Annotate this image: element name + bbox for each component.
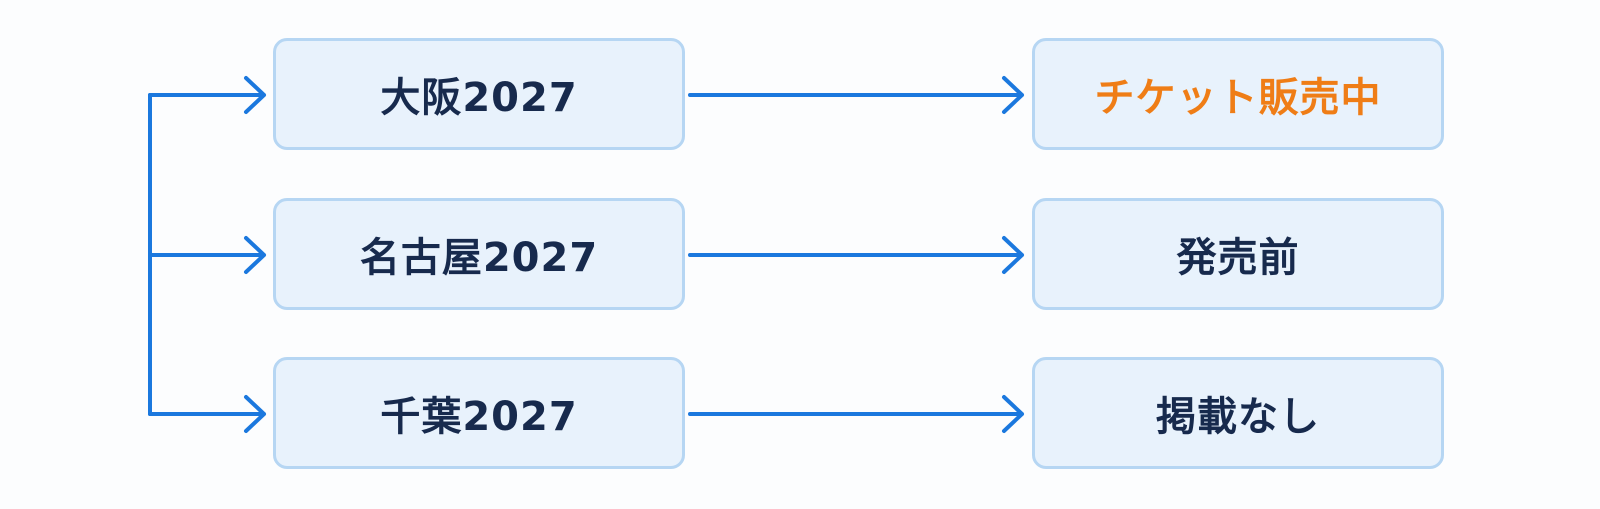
- event-box-chiba: 千葉2027: [273, 357, 685, 469]
- event-box-osaka: 大阪2027: [273, 38, 685, 150]
- status-label: 掲載なし: [1156, 394, 1320, 440]
- status-arrow-2: [688, 236, 1024, 274]
- status-label: チケット販売中: [1094, 75, 1382, 121]
- event-label: 大阪2027: [380, 75, 578, 121]
- branch-arrow-3: [148, 395, 266, 433]
- status-box-chiba: 掲載なし: [1032, 357, 1444, 469]
- status-box-nagoya: 発売前: [1032, 198, 1444, 310]
- event-box-nagoya: 名古屋2027: [273, 198, 685, 310]
- status-box-osaka: チケット販売中: [1032, 38, 1444, 150]
- branch-arrow-2: [148, 236, 266, 274]
- status-arrow-3: [688, 395, 1024, 433]
- branch-arrow-1: [148, 76, 266, 114]
- status-label: 発売前: [1176, 235, 1300, 281]
- event-label: 千葉2027: [380, 394, 578, 440]
- status-arrow-1: [688, 76, 1024, 114]
- event-label: 名古屋2027: [359, 235, 599, 281]
